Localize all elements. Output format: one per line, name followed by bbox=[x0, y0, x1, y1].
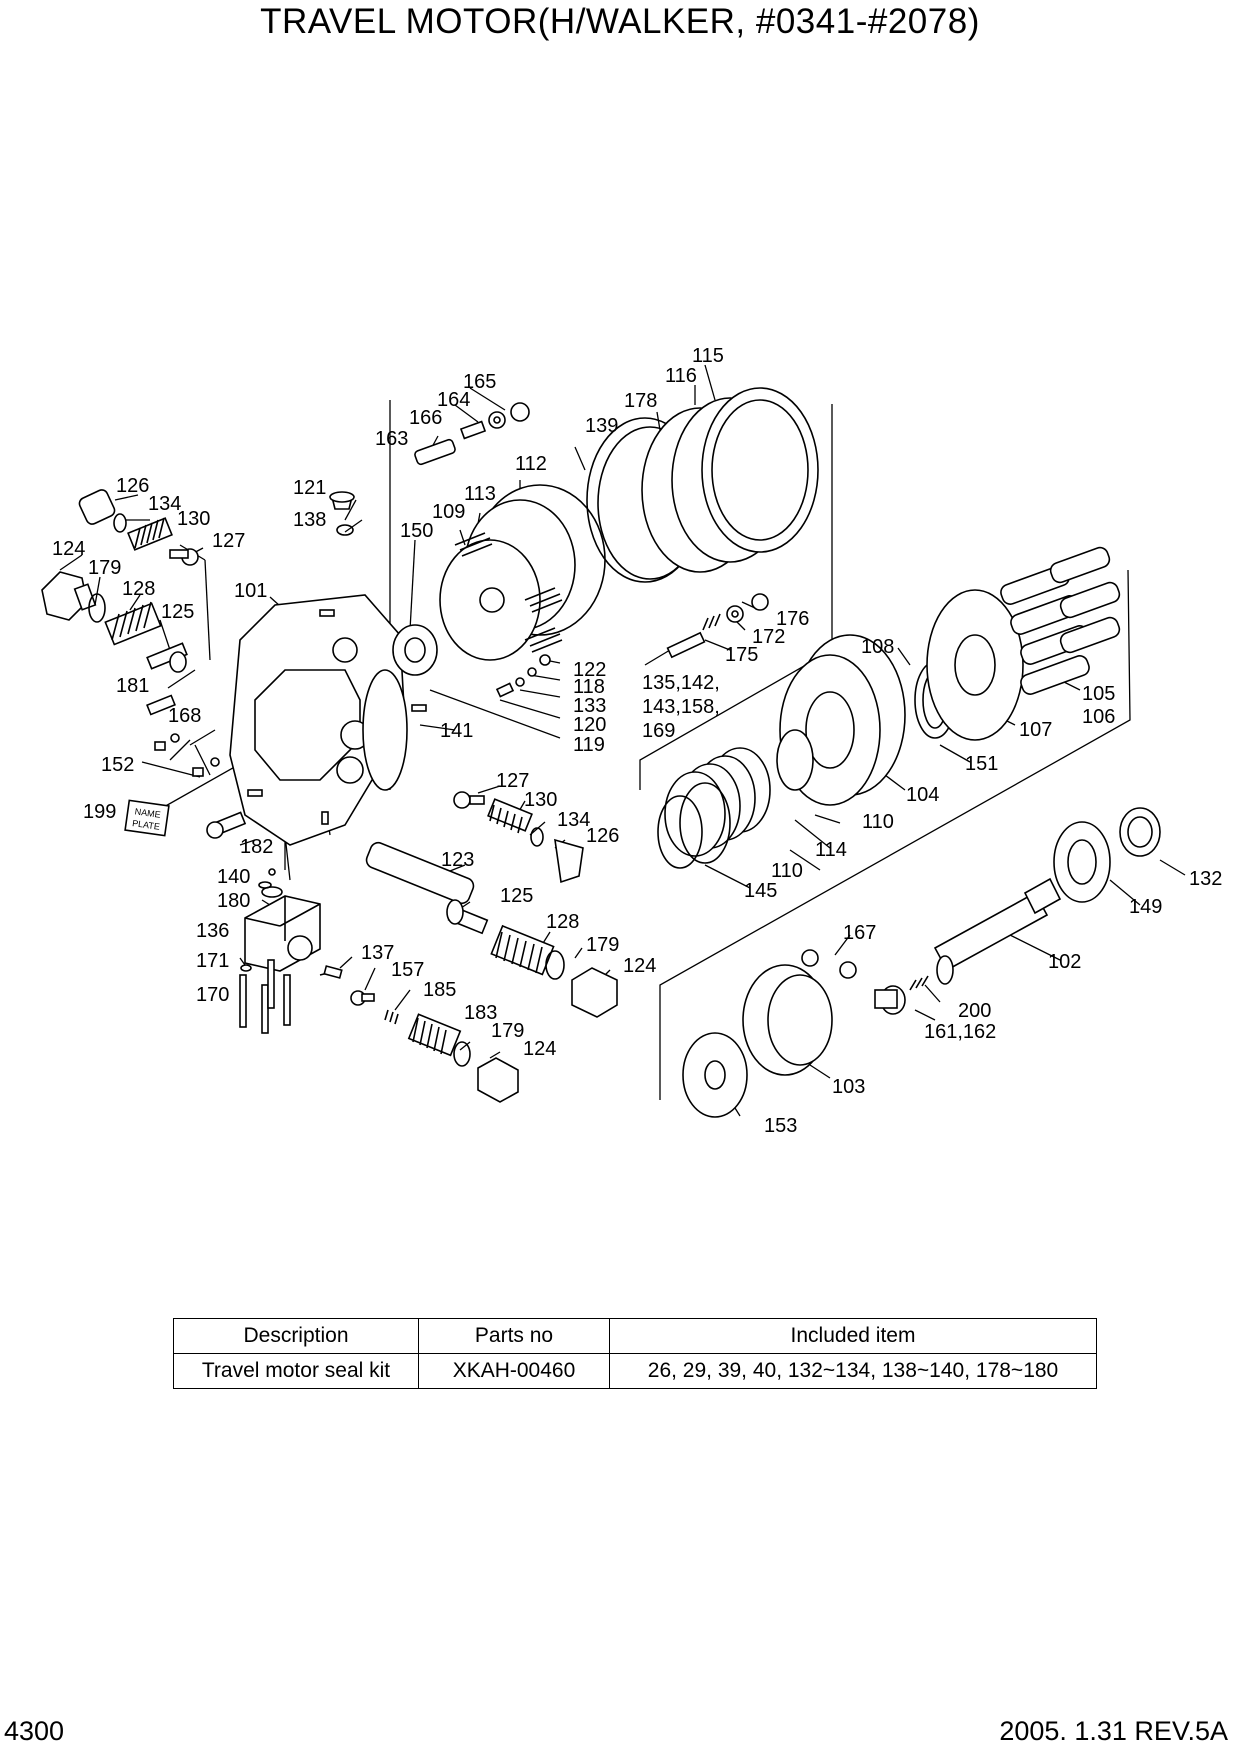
part-label: 172 bbox=[752, 626, 785, 648]
part-label: 161,162 bbox=[924, 1021, 996, 1043]
part-label: 164 bbox=[437, 389, 470, 411]
part-label: 152 bbox=[101, 754, 134, 776]
part-label: 183 bbox=[464, 1002, 497, 1024]
page-title: TRAVEL MOTOR(H/WALKER, #0341-#2078) bbox=[260, 2, 980, 41]
part-label: 138 bbox=[293, 509, 326, 531]
part-label: 180 bbox=[217, 890, 250, 912]
seal-kit-table: Description Parts no Included item Trave… bbox=[173, 1318, 1097, 1389]
part-label: 140 bbox=[217, 866, 250, 888]
name-plate-text-line-1: NAME bbox=[134, 806, 161, 820]
part-label: 134 bbox=[148, 493, 181, 515]
part-label: 123 bbox=[441, 849, 474, 871]
part-label: 175 bbox=[725, 644, 758, 666]
part-label: 121 bbox=[293, 477, 326, 499]
part-label: 182 bbox=[240, 836, 273, 858]
column-header-parts-no: Parts no bbox=[418, 1318, 610, 1354]
revision-date: 2005. 1.31 REV.5A bbox=[999, 1716, 1228, 1746]
part-label: 150 bbox=[400, 520, 433, 542]
part-label: 181 bbox=[116, 675, 149, 697]
part-label: 153 bbox=[764, 1115, 797, 1137]
part-label: 141 bbox=[440, 720, 473, 742]
part-label: 112 bbox=[515, 453, 547, 475]
part-label: 185 bbox=[423, 979, 456, 1001]
part-label: 130 bbox=[177, 508, 210, 530]
boundary-lines bbox=[639, 404, 1131, 1100]
part-label: 169 bbox=[642, 720, 675, 742]
part-label: 179 bbox=[88, 557, 121, 579]
part-label: 179 bbox=[586, 934, 619, 956]
part-label: 116 bbox=[665, 365, 697, 387]
part-label: 145 bbox=[744, 880, 777, 902]
cell-included-item: 26, 29, 39, 40, 132~134, 138~140, 178~18… bbox=[609, 1353, 1097, 1389]
part-label: 109 bbox=[432, 501, 465, 523]
part-label: 124 bbox=[623, 955, 656, 977]
part-label: 132 bbox=[1189, 868, 1222, 890]
leader-lines bbox=[59, 364, 1186, 1117]
part-label: 102 bbox=[1048, 951, 1081, 973]
part-label: 168 bbox=[168, 705, 201, 727]
part-label: 166 bbox=[409, 407, 442, 429]
part-label: 170 bbox=[196, 984, 229, 1006]
part-label: 125 bbox=[500, 885, 533, 907]
part-label: 128 bbox=[122, 578, 155, 600]
part-label: 124 bbox=[523, 1038, 556, 1060]
column-header-description: Description bbox=[173, 1318, 419, 1354]
part-label: 178 bbox=[624, 390, 657, 412]
part-label: 127 bbox=[496, 770, 529, 792]
part-label: 179 bbox=[491, 1020, 524, 1042]
cell-parts-no: XKAH-00460 bbox=[418, 1353, 610, 1389]
table-row: Travel motor seal kit XKAH-00460 26, 29,… bbox=[173, 1353, 1097, 1389]
part-label: 126 bbox=[116, 475, 149, 497]
part-label: 113 bbox=[464, 483, 496, 505]
part-label: 108 bbox=[861, 636, 894, 658]
part-label: 134 bbox=[557, 809, 590, 831]
part-label: 114 bbox=[815, 839, 847, 861]
part-label: 157 bbox=[391, 959, 424, 981]
part-label: 118 bbox=[573, 676, 605, 698]
part-label: 125 bbox=[161, 601, 194, 623]
piston-group bbox=[1000, 546, 1121, 695]
part-label: 143,158, bbox=[642, 696, 720, 718]
part-label: 171 bbox=[196, 950, 229, 972]
part-label: 133 bbox=[573, 695, 606, 717]
part-label: 110 bbox=[771, 860, 803, 882]
part-label: 122 bbox=[573, 659, 606, 681]
part-label: 105 bbox=[1082, 683, 1115, 705]
part-label: 101 bbox=[234, 580, 267, 602]
cell-description: Travel motor seal kit bbox=[173, 1353, 419, 1389]
part-label: 135,142, bbox=[642, 672, 720, 694]
part-shapes bbox=[41, 387, 1161, 1118]
part-label: 167 bbox=[843, 922, 876, 944]
part-label: 165 bbox=[463, 371, 496, 393]
part-label: 149 bbox=[1129, 896, 1162, 918]
part-label: 103 bbox=[832, 1076, 865, 1098]
part-label: 200 bbox=[958, 1000, 991, 1022]
part-label: 104 bbox=[906, 784, 939, 806]
part-label: 130 bbox=[524, 789, 557, 811]
part-label: 106 bbox=[1082, 706, 1115, 728]
part-label: 107 bbox=[1019, 719, 1052, 741]
part-label: 115 bbox=[692, 345, 724, 367]
part-label: 127 bbox=[212, 530, 245, 552]
part-label: 151 bbox=[965, 753, 998, 775]
name-plate-text-line-2: PLATE bbox=[132, 818, 161, 832]
part-label: 124 bbox=[52, 538, 85, 560]
table-header-row: Description Parts no Included item bbox=[173, 1318, 1097, 1354]
part-label: 126 bbox=[586, 825, 619, 847]
part-label: 119 bbox=[573, 734, 605, 756]
part-labels: 165 164 166 163 115 116 178 139 112 121 … bbox=[52, 345, 1222, 1137]
part-label: 120 bbox=[573, 714, 606, 736]
part-label: 128 bbox=[546, 911, 579, 933]
part-label: 176 bbox=[776, 608, 809, 630]
part-label: 137 bbox=[361, 942, 394, 964]
column-header-included-item: Included item bbox=[609, 1318, 1097, 1354]
part-label: 139 bbox=[585, 415, 618, 437]
part-label: 163 bbox=[375, 428, 408, 450]
part-label: 136 bbox=[196, 920, 229, 942]
part-label: 110 bbox=[862, 811, 894, 833]
part-label: 199 bbox=[83, 801, 116, 823]
page-number: 4300 bbox=[4, 1716, 65, 1746]
